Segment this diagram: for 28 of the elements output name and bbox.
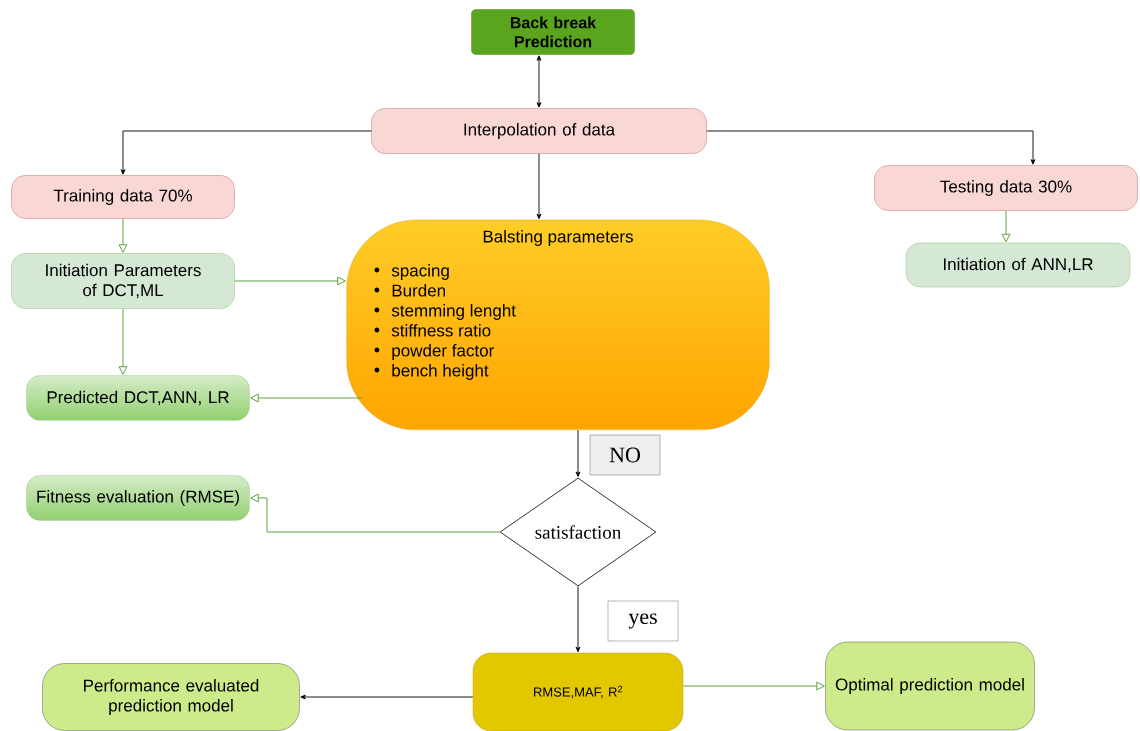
result-box: Predicted DCT,ANN, LR (26, 375, 250, 421)
parameter-box: Balsting parameters spacing Burden stemming lenght stiffness ratio powder factor bench height (346, 219, 770, 431)
arrow (706, 130, 1036, 165)
edge-label: yes (607, 600, 679, 642)
arrow (120, 130, 372, 175)
arrow (250, 493, 501, 533)
output-box: Optimal prediction model (825, 641, 1035, 731)
process-box: Initiation of ANN,LR (905, 242, 1131, 288)
process-box: Testing data 30% (874, 165, 1138, 211)
arrow (234, 276, 346, 286)
metric-box: RMSE,MAF, R$^{2}$ (472, 652, 684, 731)
arrow (250, 393, 363, 403)
arrow (118, 218, 128, 253)
process-box: Interpolation of data (371, 108, 707, 154)
arrow (575, 585, 581, 653)
title-box: Back break Prediction (471, 9, 635, 55)
arrow (536, 55, 542, 108)
arrow (300, 694, 474, 700)
edge-label: NO (589, 434, 661, 476)
result-box: Fitness evaluation (RMSE) (26, 475, 250, 521)
process-box: Initiation Parameters of DCT,ML (11, 253, 235, 309)
arrow (682, 681, 825, 691)
output-box: Performance evaluated prediction model (42, 663, 300, 731)
arrow (536, 153, 542, 220)
arrow (118, 308, 128, 375)
arrow (575, 429, 581, 477)
process-box: Training data 70% (11, 175, 235, 219)
arrow (1001, 210, 1011, 243)
